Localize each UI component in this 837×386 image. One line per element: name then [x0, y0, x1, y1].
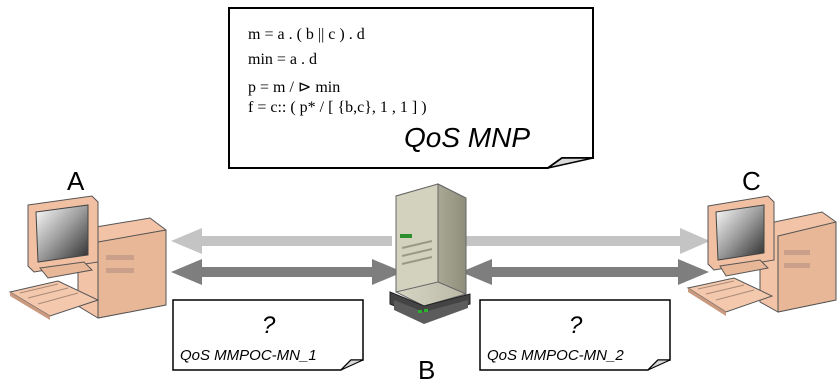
node-label-b: B	[418, 355, 436, 385]
formula-line-4: f = c:: ( p* / [ {b,c}, 1 , 1 ] )	[248, 99, 427, 116]
main-note-title: QoS MNP	[404, 122, 531, 153]
note-left	[172, 299, 364, 371]
computer-c-icon	[686, 195, 837, 316]
arrow-a-light	[171, 228, 392, 254]
node-label-c: C	[742, 166, 761, 196]
computer-a-icon	[8, 195, 167, 320]
note-right	[479, 299, 671, 371]
main-note	[228, 7, 594, 169]
arrow-c-light	[462, 228, 710, 254]
formula-line-2: min = a . d	[248, 51, 318, 68]
formula-line-3: p = m / ⊳ min	[248, 79, 341, 96]
note-left-question-mark: ?	[262, 312, 276, 339]
note-right-question-mark: ?	[569, 312, 583, 339]
note-right-title: QoS MMPOC-MN_2	[487, 347, 624, 364]
server-b-icon	[389, 183, 471, 324]
arrow-ab-dark	[171, 259, 403, 285]
node-label-a: A	[67, 166, 85, 196]
note-left-title: QoS MMPOC-MN_1	[180, 347, 317, 364]
formula-line-1: m = a . ( b || c ) . d	[248, 26, 365, 43]
arrow-bc-dark	[461, 259, 709, 285]
